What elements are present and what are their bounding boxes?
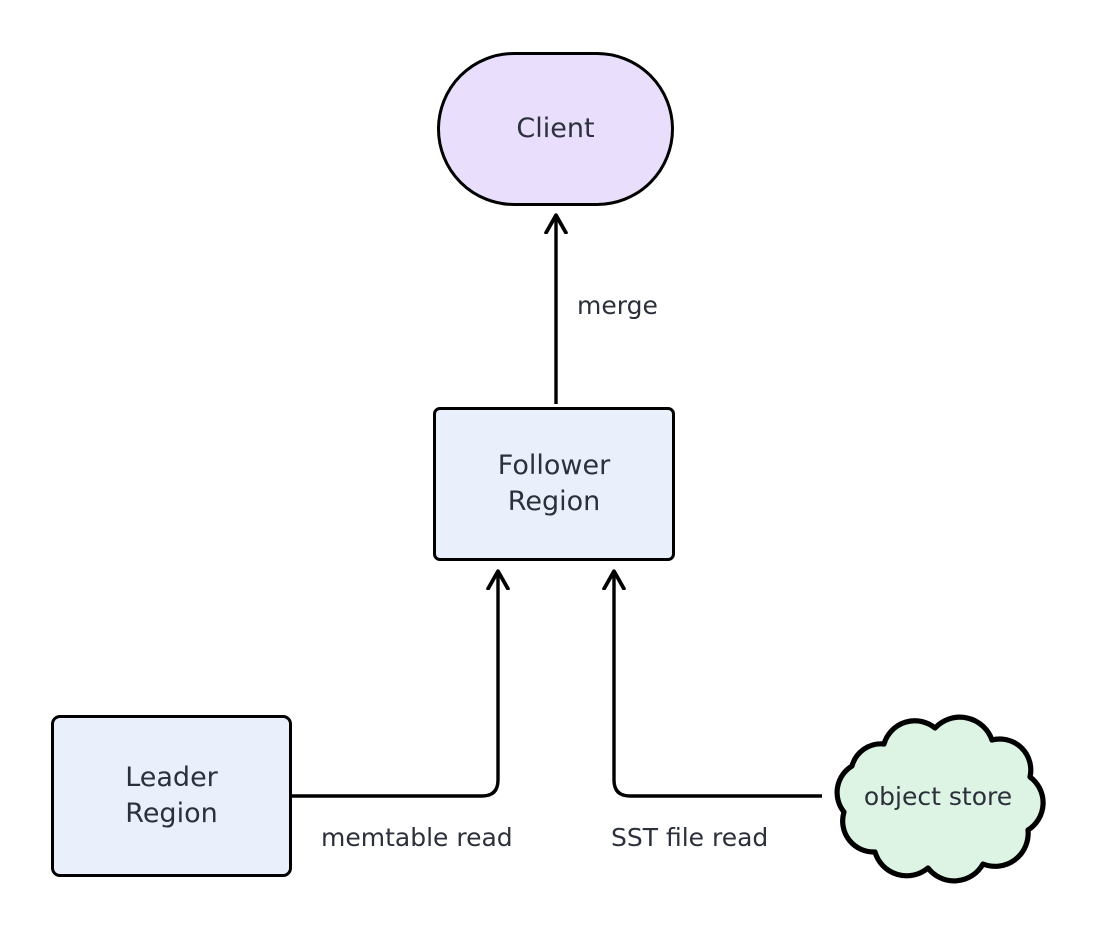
edge-label-merge: merge (573, 290, 662, 321)
node-leader-region[interactable]: Leader Region (51, 715, 292, 877)
edge-label-sst-file-read: SST file read (607, 822, 773, 853)
node-leader-region-label: Leader Region (125, 762, 218, 829)
node-follower-region[interactable]: Follower Region (433, 407, 675, 561)
node-follower-region-label: Follower Region (497, 450, 611, 517)
edge-sst-path (614, 572, 822, 798)
edge-label-memtable-read: memtable read (317, 822, 517, 853)
node-object-store[interactable]: object store (818, 700, 1058, 890)
cloud-icon (834, 714, 1046, 884)
edge-memtable-path (292, 572, 498, 798)
node-client-label: Client (516, 113, 595, 145)
node-client[interactable]: Client (437, 52, 674, 206)
